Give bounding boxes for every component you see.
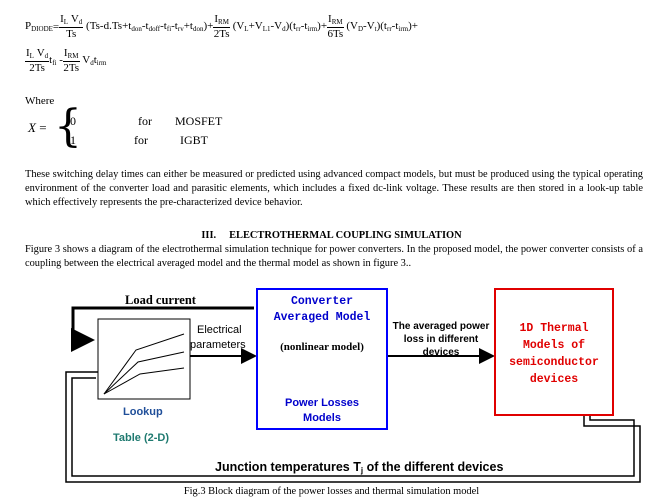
lookup-curve-3	[103, 367, 185, 395]
where-x: X =	[28, 120, 47, 135]
where-row-1-device: MOSFET	[175, 114, 223, 128]
thermal-line-1: 1D Thermal	[519, 322, 589, 335]
avg-power-line-3: devices	[422, 347, 460, 358]
nonlinear-label: (nonlinear model)	[280, 341, 364, 353]
eq-term-5: Vdtirm	[82, 54, 107, 67]
eq-frac-3: IRM 6Ts	[327, 13, 344, 40]
equation-line-1: PDIODE = IL Vd Ts (Ts-d.Ts+tdon-tdoff-tf…	[25, 10, 418, 44]
thermal-line-2: Models of	[522, 339, 586, 352]
eq-frac-4: IL Vd 2Ts	[25, 47, 50, 74]
feedback-line-outer	[65, 371, 641, 483]
junction-temperature-label: Junction temperatures Tj of the differen…	[215, 460, 504, 475]
eq-term-2: (VL+VL1-Vd)(trr-tirm)+	[232, 20, 328, 33]
eq-p: PDIODE	[25, 20, 53, 33]
lookup-curve-1	[103, 333, 185, 395]
power-losses-label: Power Losses	[285, 397, 359, 409]
eq-frac-2: IRM 2Ts	[213, 13, 230, 40]
parameters-label: parameters	[190, 339, 246, 351]
load-current-line	[71, 306, 254, 352]
models-label: Models	[303, 412, 341, 424]
converter-box	[256, 288, 388, 430]
thermal-line-4: devices	[529, 373, 579, 386]
where-row-1: 0	[70, 114, 76, 128]
eq-equals: =	[52, 20, 60, 33]
where-row-2-for: for	[134, 133, 148, 147]
where-row-1-for: for	[138, 114, 152, 128]
lookup-label: Lookup	[123, 406, 163, 418]
eq-term-3: (VD-Vt)(trr-tirm)+	[346, 20, 418, 33]
thermal-line-3: semiconductor	[509, 356, 599, 369]
eq-frac-1: IL Vd Ts	[59, 13, 84, 40]
eq-term-4: tfi -	[49, 54, 63, 67]
converter-title-2: Averaged Model	[273, 311, 371, 324]
where-row-2: 1	[70, 133, 76, 147]
eq-frac-5: IRM 2Ts	[62, 47, 80, 74]
where-row-2-device: IGBT	[180, 133, 208, 147]
electrical-label: Electrical	[197, 324, 242, 336]
avg-power-line-1: The averaged power	[392, 321, 490, 332]
avg-power-line-2: loss in different	[403, 334, 479, 345]
table-label: Table (2-D)	[113, 432, 170, 444]
feedback-line-inner	[71, 377, 635, 477]
load-current-label: Load current	[125, 293, 196, 307]
converter-title-1: Converter	[290, 295, 354, 308]
section-heading: III. ELECTROTHERMAL COUPLING SIMULATION	[201, 230, 462, 241]
lookup-curve-2	[103, 351, 185, 395]
paragraph-2: Figure 3 shows a diagram of the electrot…	[25, 244, 643, 269]
where-brace: {	[54, 101, 82, 152]
thermal-box	[494, 288, 614, 416]
where-label: Where	[25, 95, 55, 107]
figure-caption: Fig.3 Block diagram of the power losses …	[183, 486, 480, 497]
eq-term-1: (Ts-d.Ts+tdon-tdoff-tfi-trv+tdon)+	[86, 20, 214, 33]
paragraph-1: These switching delay times can either b…	[25, 169, 643, 208]
equation-line-2: IL Vd 2Ts tfi - IRM 2Ts Vdtirm	[25, 44, 107, 78]
